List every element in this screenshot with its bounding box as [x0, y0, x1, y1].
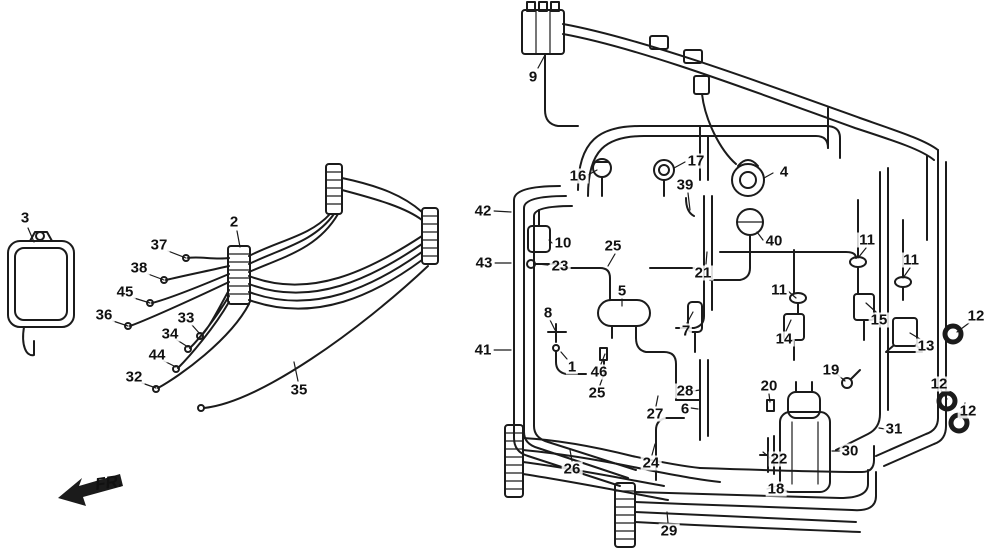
valve-body	[527, 225, 551, 253]
connector-ribs	[614, 490, 636, 540]
bracket-body	[892, 317, 918, 347]
connector-pin	[538, 1, 548, 12]
connector-ribs	[325, 171, 343, 205]
inline-connector	[649, 35, 669, 50]
connector-ribs	[227, 253, 251, 295]
distributor-inner	[739, 171, 757, 189]
sensor-tubes	[635, 337, 677, 401]
harness-drop-wires	[701, 93, 829, 165]
valve-part17	[653, 159, 675, 197]
connector-body	[521, 9, 565, 55]
valve-part16	[592, 158, 612, 197]
tee-fitting-part8	[547, 323, 587, 375]
connector-body	[504, 424, 524, 498]
perimeter-tube-loop	[513, 185, 637, 487]
check-valve-part11-right	[894, 219, 912, 301]
canister-part18-30	[779, 381, 831, 493]
check-valve-part11-left	[789, 292, 807, 315]
canister-cap	[787, 391, 821, 419]
distributor-part4	[731, 159, 765, 197]
bracket-clip	[35, 231, 45, 241]
nipple-part46	[599, 347, 608, 375]
connector-detail	[535, 9, 551, 55]
tube-fan-left	[129, 256, 250, 389]
fitting	[172, 365, 180, 373]
harness-connector-part9	[521, 1, 565, 55]
sensor-body	[597, 299, 651, 327]
sensor-nipples	[611, 325, 637, 339]
fr-arrow-icon	[58, 474, 123, 506]
connector-pin	[526, 1, 536, 12]
hose-connector-bottom-mid	[614, 482, 636, 548]
fitting	[184, 345, 192, 353]
tube-fan-bottom-right	[634, 445, 877, 533]
check-valve-part11-mid	[849, 199, 867, 295]
clip-tail	[850, 369, 861, 380]
valve-core	[658, 164, 670, 176]
fitting	[196, 332, 204, 340]
canister-nipples	[795, 381, 813, 393]
fr-label: FR.	[94, 471, 124, 494]
fitting	[152, 385, 160, 393]
bracket-part13	[885, 317, 923, 353]
mid-tube-runs	[534, 234, 857, 301]
bracket-outer-outline	[7, 240, 75, 328]
bracket-lower-hook	[22, 326, 35, 357]
distributor-cap	[737, 159, 759, 167]
tube-bundle-up	[248, 213, 339, 273]
inline-connector	[693, 75, 710, 95]
grommet-part12-bottom	[948, 412, 970, 434]
clip-ring	[841, 377, 853, 389]
tube-bundle-right	[248, 177, 423, 310]
hose-connector-bottom-left	[504, 424, 524, 498]
fitting-stem	[555, 350, 587, 375]
distributor-outer	[731, 163, 765, 197]
connector-ribs	[421, 215, 439, 257]
fitting	[146, 299, 154, 307]
tube-connector-upper	[325, 163, 343, 215]
right-side-tubes	[875, 149, 947, 467]
fitting	[124, 322, 132, 330]
valve-body	[783, 313, 805, 341]
tube-end-fittings	[124, 254, 205, 412]
long-tube-part35	[203, 265, 429, 409]
wire-harness	[544, 23, 939, 161]
connector-ribs	[504, 432, 524, 490]
top-tube-runs	[577, 125, 841, 197]
valve-cap	[653, 159, 675, 181]
valve-stem	[595, 161, 609, 197]
vacuum-sensor-part5	[597, 299, 651, 339]
fitting	[182, 254, 190, 262]
tube-part31	[835, 167, 889, 451]
bolt-part20	[766, 399, 775, 412]
valve-part7	[687, 301, 703, 353]
clip-part19	[841, 369, 861, 389]
grommet-part12-top	[942, 323, 964, 345]
right-assembly	[504, 1, 970, 548]
tube-part21-verticals	[675, 125, 713, 329]
grommet-part12-mid	[936, 390, 958, 412]
connector-body	[227, 245, 251, 305]
check-valve-part10	[527, 209, 551, 253]
connector-pin	[550, 1, 560, 12]
solenoid-valve-part15	[853, 293, 875, 341]
fr-direction-indicator: FR.	[58, 471, 124, 506]
tee-lines	[547, 323, 567, 343]
inline-connector	[683, 49, 703, 64]
tube-connector-right	[421, 207, 439, 265]
left-assembly	[7, 163, 439, 412]
canister-body	[779, 411, 831, 493]
wire-connector-part2	[227, 245, 251, 305]
bracket-inner-outline	[14, 247, 68, 321]
fitting	[160, 276, 168, 284]
mount-bracket-part3	[7, 231, 75, 357]
canister-detail	[791, 421, 819, 485]
diaphragm-part40	[736, 208, 764, 236]
solenoid-valve-part14	[783, 249, 805, 361]
tube-cluster-27-6-28	[655, 359, 709, 481]
